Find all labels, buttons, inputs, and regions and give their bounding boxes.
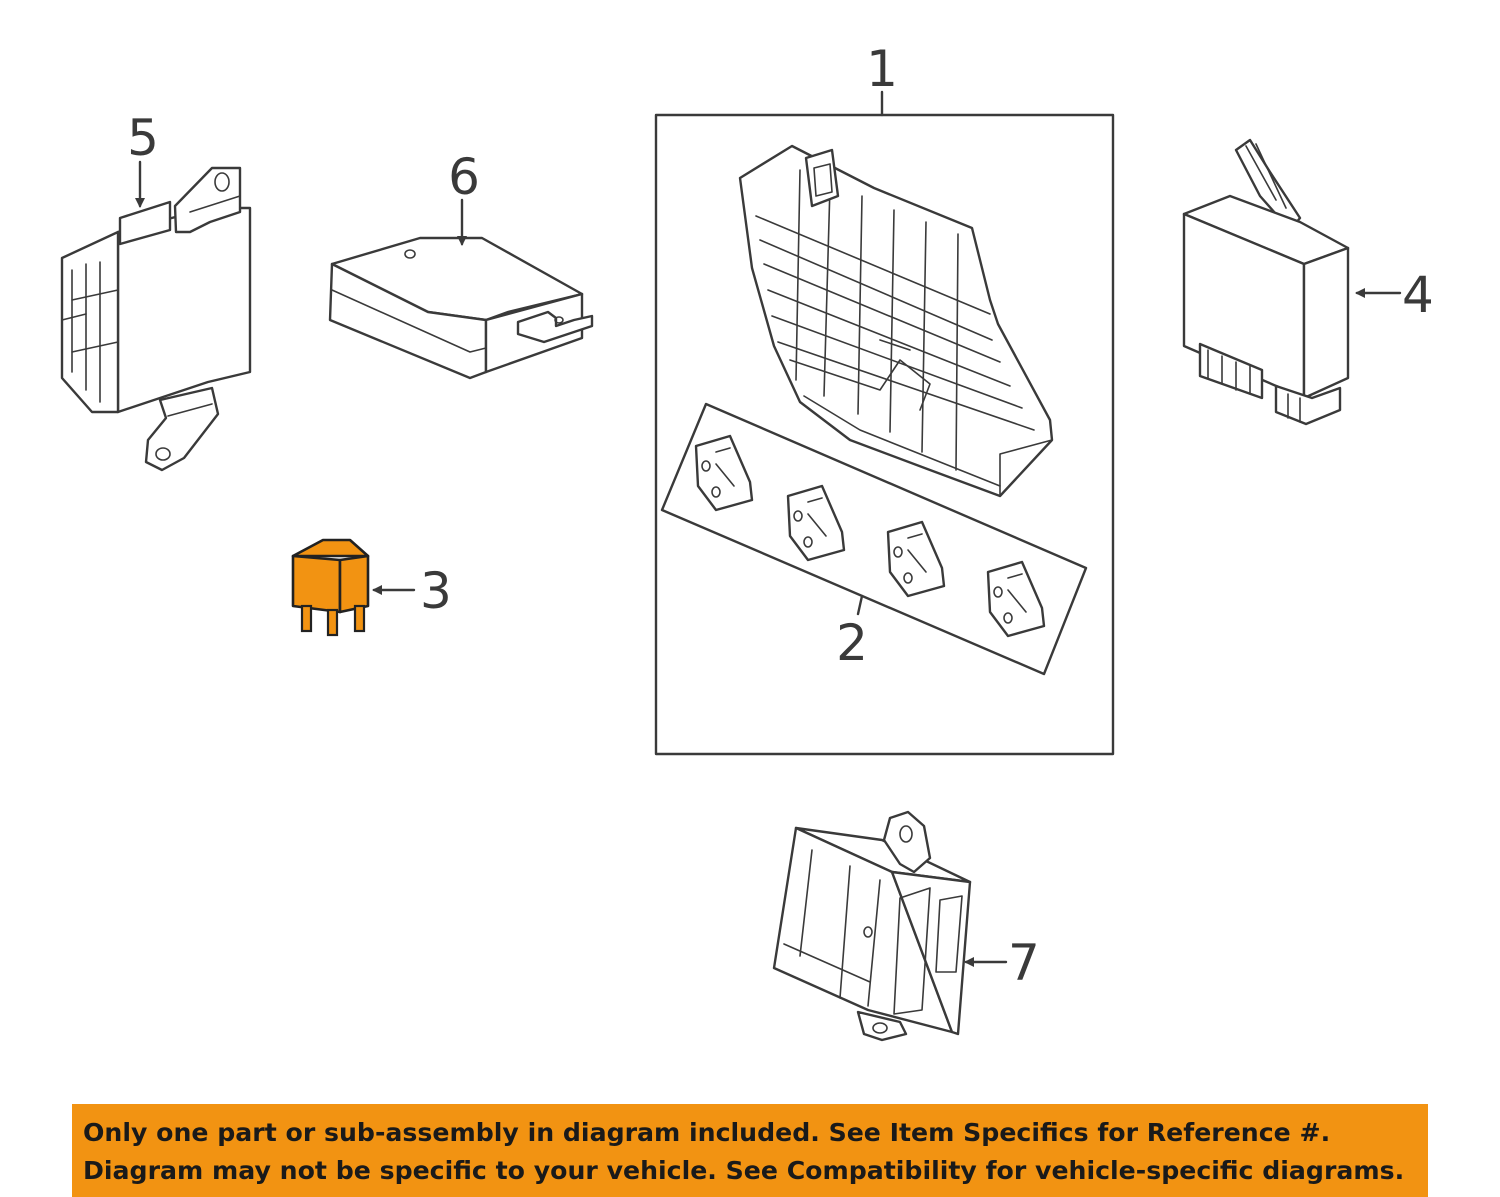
callout-number-7: 7 xyxy=(1008,934,1040,992)
callout-7: 7 xyxy=(964,934,1040,992)
callout-number-1: 1 xyxy=(866,40,898,98)
disclaimer-line-2: Diagram may not be specific to your vehi… xyxy=(83,1156,1405,1185)
part-3-relay-drawing[interactable] xyxy=(291,538,370,637)
callout-4: 4 xyxy=(1355,266,1434,324)
callout-number-2: 2 xyxy=(836,614,868,672)
part-4-module-drawing[interactable] xyxy=(1182,138,1350,426)
part-6-module-drawing[interactable] xyxy=(328,236,594,380)
part-1-junction-box-drawing[interactable] xyxy=(654,113,1115,756)
callout-1: 1 xyxy=(866,40,898,117)
callout-3: 3 xyxy=(372,562,452,620)
callout-6: 6 xyxy=(448,148,480,246)
callout-number-3: 3 xyxy=(420,562,452,620)
part-5-module-drawing[interactable] xyxy=(60,166,252,472)
part-7-module-drawing[interactable] xyxy=(772,810,972,1042)
callout-number-5: 5 xyxy=(127,109,159,167)
callout-number-4: 4 xyxy=(1402,266,1434,324)
callout-number-6: 6 xyxy=(448,148,480,206)
part-2-relay-group-drawing[interactable] xyxy=(660,402,1088,676)
callout-2: 2 xyxy=(836,594,868,672)
disclaimer-banner: Only one part or sub-assembly in diagram… xyxy=(72,1104,1428,1197)
callout-5: 5 xyxy=(127,109,159,208)
disclaimer-line-1: Only one part or sub-assembly in diagram… xyxy=(83,1118,1331,1147)
